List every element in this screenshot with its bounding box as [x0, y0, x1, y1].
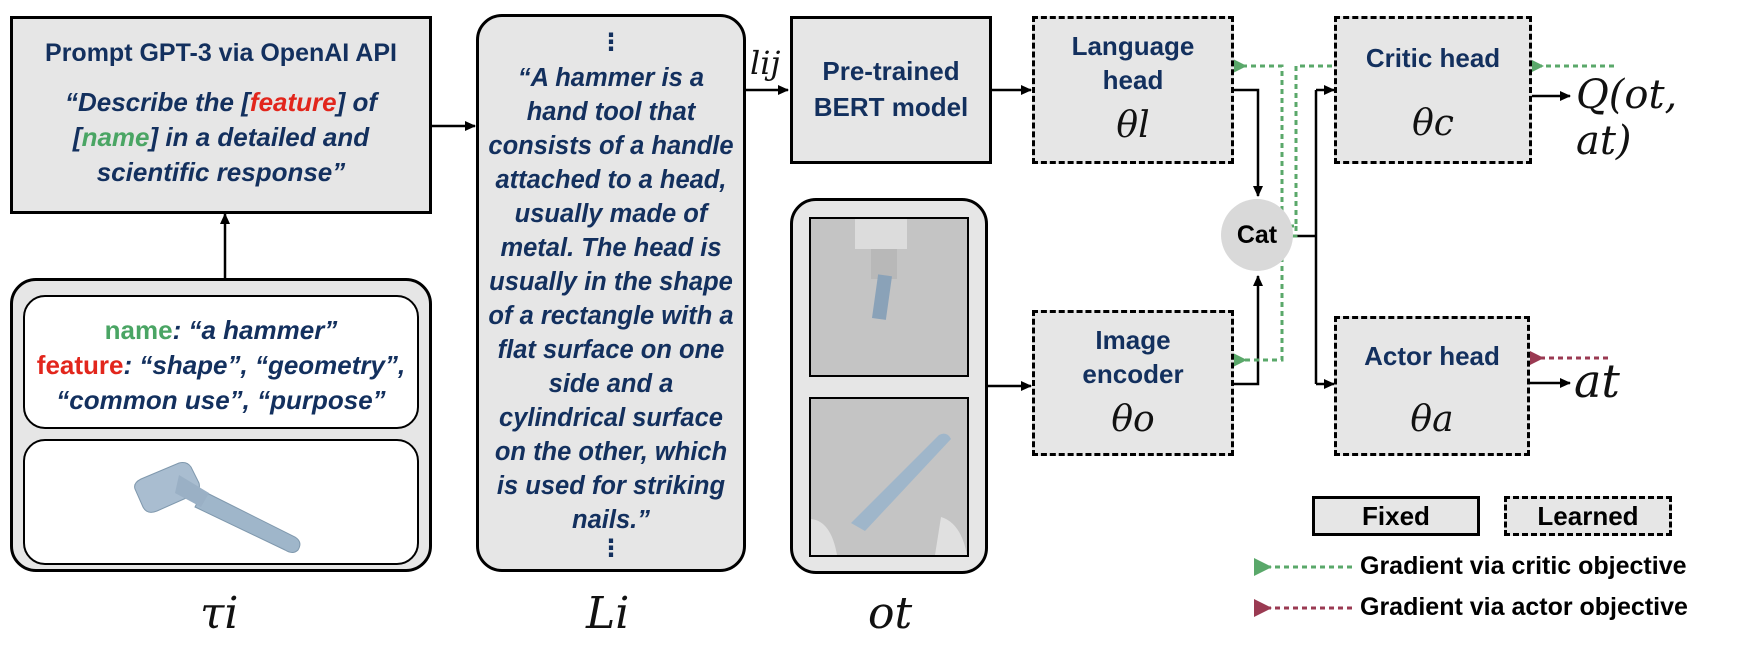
legend-learned: Learned — [1504, 496, 1672, 536]
task-attributes-text: name: “a hammer” feature: “shape”, “geom… — [25, 313, 417, 418]
task-label-text: τi — [200, 588, 239, 639]
description-ellipsis-bottom: ⋮ — [599, 535, 623, 562]
task-object-card — [23, 439, 419, 565]
prompt-feature-word: feature — [249, 87, 337, 117]
hammer-image — [134, 462, 301, 553]
image-encoder-text: Image encoder — [1035, 323, 1231, 391]
observation-frame-1 — [809, 217, 969, 377]
task-label: τi — [200, 588, 238, 639]
actor-output-text: at — [1574, 354, 1620, 408]
legend-fixed: Fixed — [1312, 496, 1480, 536]
task-feature-value-1: : “shape”, “geometry”, — [123, 350, 406, 380]
task-feature-value-2: “common use”, “purpose” — [56, 385, 386, 415]
bert-box: Pre-trained BERT model — [790, 16, 992, 164]
hammer-scene-image — [811, 399, 967, 555]
prompt-title: Prompt GPT-3 via OpenAI API — [45, 39, 397, 67]
description-label: Li — [586, 588, 629, 639]
image-encoder: Image encoder θo — [1032, 310, 1234, 456]
image-encoder-line-1: Image — [1095, 325, 1171, 355]
task-box: name: “a hammer” feature: “shape”, “geom… — [10, 278, 432, 572]
actor-head-label: Actor head — [1364, 341, 1500, 371]
task-name-key: name — [104, 315, 173, 345]
task-name-value: : “a hammer” — [172, 315, 338, 345]
legend-fixed-label: Fixed — [1362, 501, 1430, 531]
description-box: ⋮ “A hammer is a hand tool that consists… — [476, 14, 746, 572]
critic-head: Critic head θc — [1334, 16, 1532, 164]
prompt-box: Prompt GPT-3 via OpenAI API “Describe th… — [10, 16, 432, 214]
prompt-name-word: name — [81, 122, 150, 152]
actor-head-param: θa — [1410, 399, 1454, 440]
prompt-quote-rest: ] in a detailed and — [149, 122, 370, 152]
language-head: Language head θl — [1032, 16, 1234, 164]
prompt-quote-mid: ] of — [336, 87, 378, 117]
description-ellipsis-top: ⋮ — [599, 29, 623, 56]
observation-label: ot — [868, 588, 912, 639]
prompt-quote-open: “Describe the [ — [64, 87, 250, 117]
language-head-text: Language head — [1035, 29, 1231, 97]
cat-node: Cat — [1221, 199, 1293, 271]
edge-label: lij — [750, 44, 780, 82]
image-encoder-line-2: encoder — [1082, 359, 1184, 389]
description-label-text: Li — [586, 588, 630, 639]
bert-text: Pre-trained BERT model — [793, 53, 989, 125]
prompt-quote: “Describe the [feature] of [name] in a d… — [13, 85, 429, 190]
bert-line-1: Pre-trained — [822, 56, 960, 86]
task-attributes-card: name: “a hammer” feature: “shape”, “geom… — [23, 295, 419, 429]
arrow-language-to-cat — [1234, 88, 1263, 197]
prompt-bracket-open: [ — [72, 122, 82, 152]
language-head-line-2: head — [1102, 65, 1164, 95]
edge-label-text: lij — [750, 44, 781, 82]
robot-arm-image — [811, 219, 967, 375]
image-encoder-param: θo — [1111, 399, 1155, 440]
critic-output-text: Q(ot, at) — [1576, 72, 1678, 164]
task-feature-key: feature — [36, 350, 124, 380]
actor-head: Actor head θa — [1334, 316, 1530, 456]
actor-output: at — [1574, 354, 1620, 408]
language-head-line-1: Language — [1071, 31, 1195, 61]
prompt-quote-end: scientific response” — [96, 157, 346, 187]
observation-frame-2 — [809, 397, 969, 557]
critic-output: Q(ot, at) — [1576, 72, 1738, 164]
bert-line-2: BERT model — [813, 92, 969, 122]
observation-label-text: ot — [868, 588, 913, 639]
observation-panel — [790, 198, 988, 574]
critic-head-param: θc — [1412, 103, 1454, 144]
cat-label: Cat — [1236, 221, 1278, 249]
description-text: “A hammer is a hand tool that consists o… — [488, 64, 734, 534]
language-head-param: θl — [1116, 105, 1150, 146]
legend-learned-label: Learned — [1537, 501, 1639, 531]
legend-actor-gradient: Gradient via actor objective — [1360, 593, 1688, 621]
legend-critic-gradient: Gradient via critic objective — [1360, 552, 1687, 580]
critic-head-label: Critic head — [1365, 43, 1501, 73]
arrow-encoder-to-cat — [1234, 275, 1263, 386]
